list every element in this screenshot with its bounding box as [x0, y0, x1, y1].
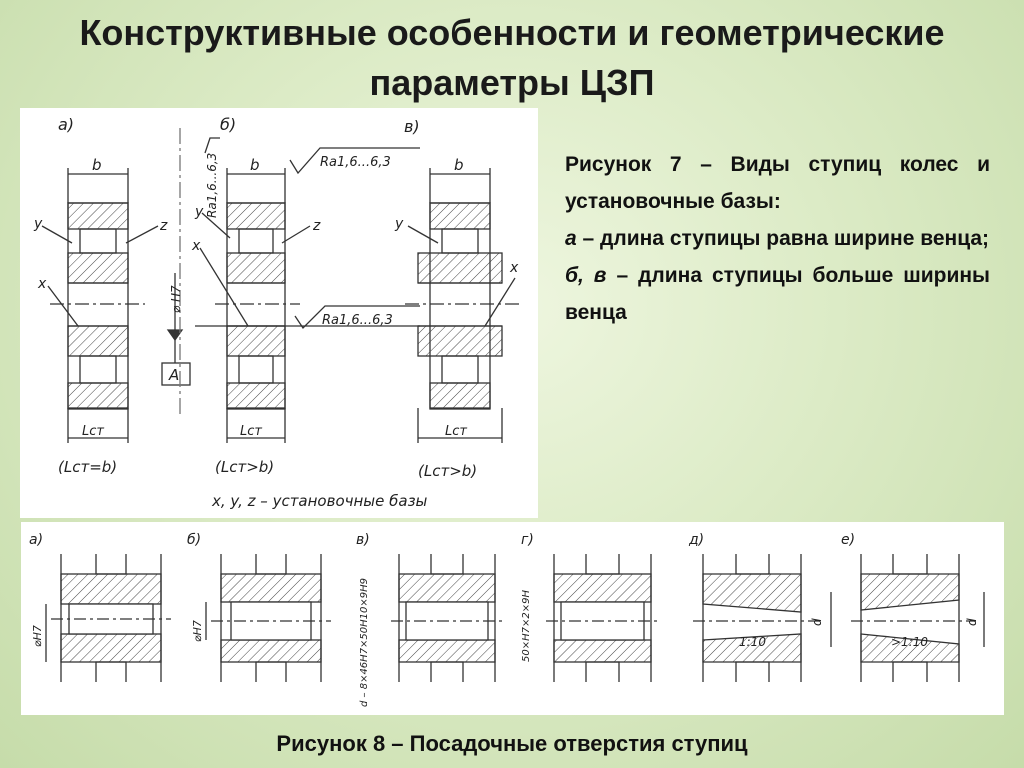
fig7-y-v: y [394, 216, 404, 232]
fig7-dim-b-b: b [250, 156, 260, 174]
fig7-item-bv: б, в – длина ступицы больше ширины венца [565, 257, 990, 331]
fig7-x-a: x [37, 276, 47, 292]
fig7-x-b: x [191, 238, 201, 254]
figure-8-drawing: а) б) в) г) д) е) ⌀H7 ⌀H7 d – 8×46H7×50H… [21, 522, 1004, 715]
hub-e [851, 554, 985, 682]
fig7-dim-b-a: b [92, 156, 102, 174]
fig7-cond-v: (Lст>b) [418, 462, 477, 480]
fig8-dim-v: d – 8×46H7×50H10×9H9 [359, 578, 370, 707]
fig7-lcm-a: Lст [82, 424, 104, 439]
figure-8-caption: Рисунок 8 – Посадочные отверстия ступиц [276, 731, 748, 756]
fig7-caption-title: Рисунок 7 – Виды ступиц колес и установо… [565, 153, 990, 213]
wheel-v [405, 168, 520, 443]
fig7-item-bv-text: – длина ступицы больше ширины венца [565, 264, 990, 324]
fig7-fit: ⌀ H7 [169, 285, 183, 313]
title-line-2: параметры ЦЗП [369, 62, 655, 103]
fig8-label-g: г) [521, 532, 534, 548]
fig8-label-b: б) [187, 532, 201, 548]
hub-g [546, 554, 661, 682]
fig8-label-v: в) [356, 532, 370, 548]
hub-d [693, 554, 832, 682]
fig7-lcm-v: Lст [445, 424, 467, 439]
fig8-taper-e: >1:10 [891, 635, 928, 649]
fig7-label-b: б) [220, 115, 236, 134]
fig8-dim-a: ⌀H7 [31, 625, 44, 647]
fig8-label-d: д) [688, 532, 704, 548]
fig7-lcm-b: Lст [240, 424, 262, 439]
figure-7-caption: Рисунок 7 – Виды ступиц колес и установо… [565, 146, 990, 331]
fig7-roughness-vert: Ra1,6...6,3 [205, 153, 219, 218]
figure-8-svg: а) б) в) г) д) е) ⌀H7 ⌀H7 d – 8×46H7×50H… [29, 532, 985, 707]
fig7-label-v: в) [404, 117, 420, 136]
wheel-b [215, 168, 300, 443]
fig7-dim-b-v: b [454, 156, 464, 174]
fig7-z-a: z [159, 218, 168, 234]
title-line-1: Конструктивные особенности и геометричес… [79, 12, 945, 53]
fig7-item-a: а – длина ступицы равна ширине венца; [565, 220, 990, 257]
fig7-cond-a: (Lст=b) [58, 458, 117, 476]
hub-a [45, 554, 171, 682]
fig8-taper-d: 1:10 [739, 635, 766, 649]
fig7-roughness-mid: Ra1,6...6,3 [322, 313, 393, 328]
fig7-item-a-label: а [565, 227, 577, 250]
fig8-dim-d: d [810, 618, 824, 626]
fig7-roughness-top: Ra1,6...6,3 [320, 155, 391, 170]
fig7-base-letter: A [168, 366, 179, 384]
fig8-dim-g: 50×H7×2×9H [521, 590, 532, 662]
fig7-y-b: y [194, 204, 204, 220]
fig8-label-e: е) [841, 532, 855, 548]
page-title: Конструктивные особенности и геометричес… [0, 8, 1024, 108]
fig7-y-a: y [33, 216, 43, 232]
hub-v [391, 554, 505, 682]
fig7-cond-b: (Lст>b) [215, 458, 274, 476]
wheel-a [50, 168, 145, 443]
fig7-legend: x, y, z – установочные базы [211, 492, 428, 510]
fig8-label-a: а) [29, 532, 43, 548]
fig7-item-bv-label: б, в [565, 264, 607, 287]
fig7-item-a-text: – длина ступицы равна ширине венца; [576, 227, 990, 250]
figure-7-svg: а) б) в) b b b Ra1,6...6,3 Ra1,6...6,3 R… [33, 115, 520, 510]
fig7-z-b: z [312, 218, 321, 234]
fig8-dim-e: d [965, 618, 979, 626]
figure-7-drawing: а) б) в) b b b Ra1,6...6,3 Ra1,6...6,3 R… [20, 108, 538, 518]
fig7-label-a: а) [58, 115, 74, 134]
hub-b [205, 554, 331, 682]
fig8-dim-b: ⌀H7 [191, 620, 204, 642]
fig7-x-v: x [509, 260, 519, 276]
